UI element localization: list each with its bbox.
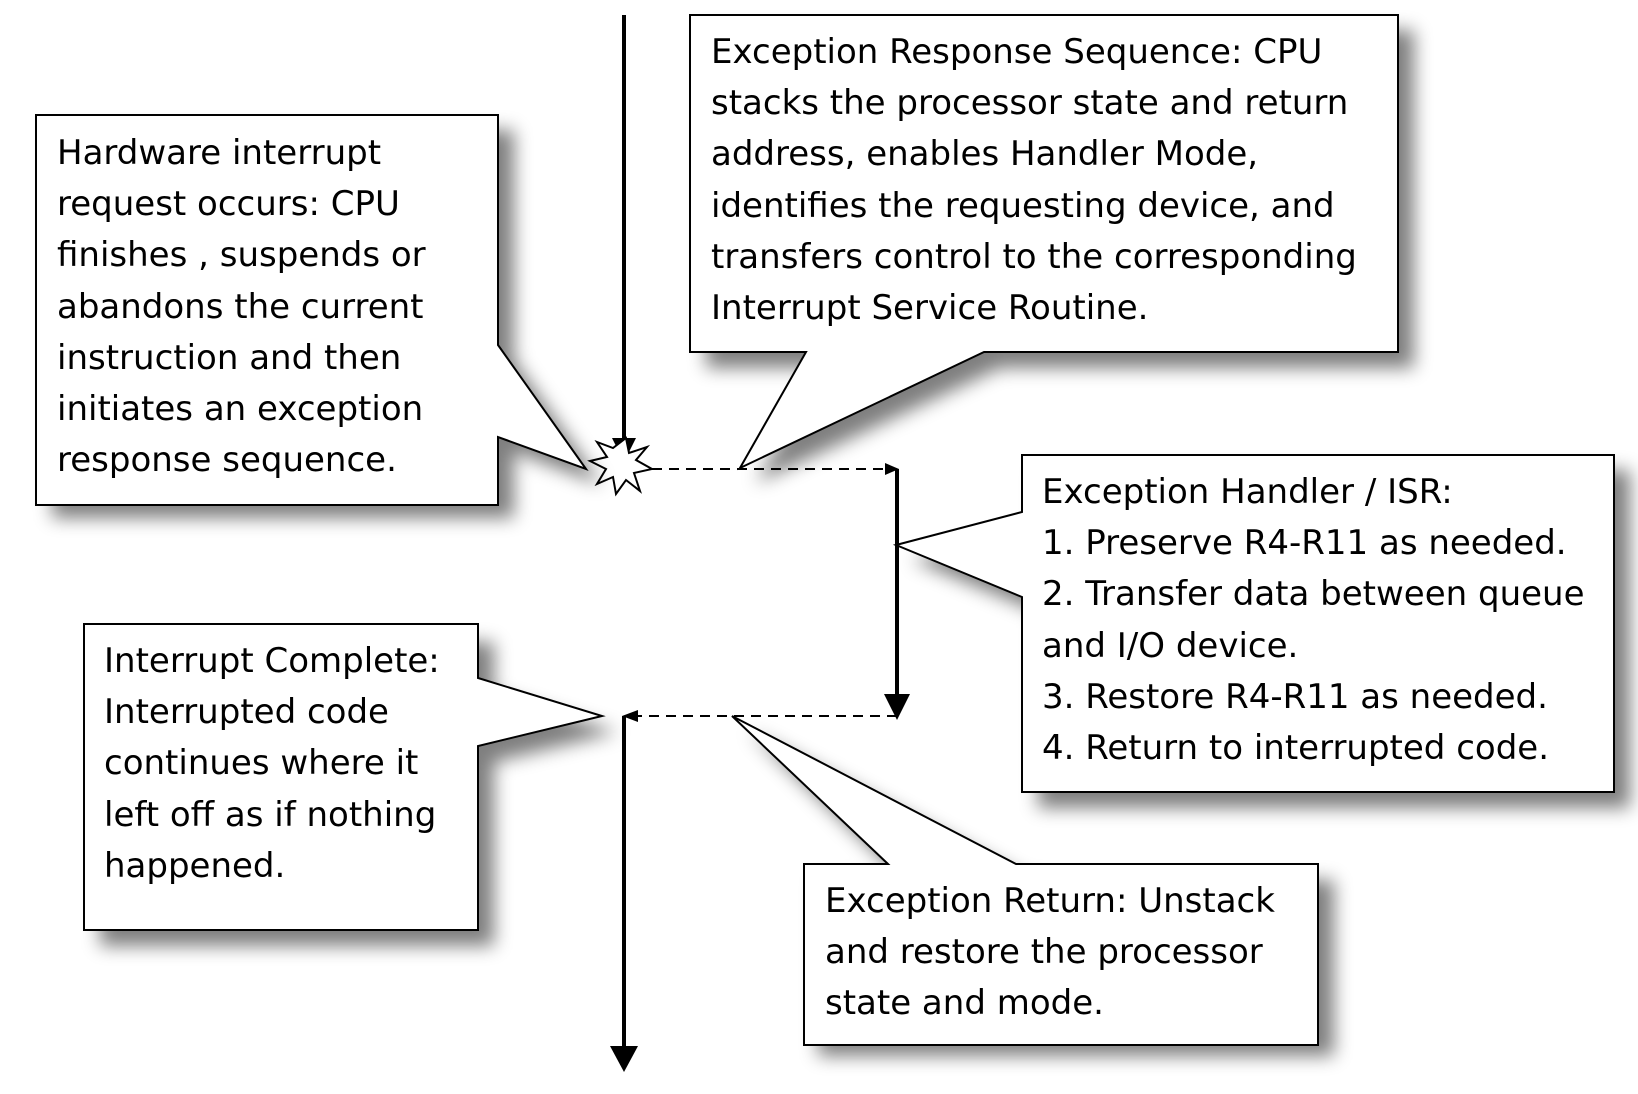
exception-return-line: Exception Return: Unstack (825, 881, 1275, 921)
dashed-return-arrowhead (622, 710, 638, 722)
interrupt-complete-line: continues where it (104, 743, 419, 784)
interrupt-complete-line: Interrupt Complete: (104, 641, 440, 681)
exception-handler-callout (892, 454, 1615, 793)
exception-response-callout (689, 14, 1399, 471)
hardware-interrupt-text: Hardware interrupt request occurs: CPU f… (57, 128, 426, 486)
interrupt-complete-line: happened. (104, 845, 286, 886)
hardware-interrupt-line: request occurs: CPU (57, 184, 400, 225)
interrupt-complete-line: left off as if nothing (104, 794, 437, 835)
exception-handler-text: Exception Handler / ISR: 1. Preserve R4-… (1042, 467, 1585, 774)
exception-response-text: Exception Response Sequence: CPU stacks … (711, 27, 1357, 334)
exception-return-text: Exception Return: Unstack and restore th… (825, 876, 1275, 1030)
hardware-interrupt-line: finishes , suspends or (57, 235, 426, 276)
exception-handler-line: 4. Return to interrupted code. (1042, 728, 1549, 769)
exception-response-line: Interrupt Service Routine. (711, 288, 1149, 329)
exception-handler-line: 2. Transfer data between queue (1042, 574, 1585, 615)
interrupt-complete-callout (83, 623, 606, 931)
exception-return-callout (731, 715, 1319, 1046)
interrupt-complete-line: Interrupted code (104, 692, 389, 733)
hardware-interrupt-callout (35, 114, 589, 506)
exception-response-line: address, enables Handler Mode, (711, 134, 1259, 175)
interrupt-complete-text: Interrupt Complete: Interrupted code con… (104, 636, 440, 892)
exception-handler-line: Exception Handler / ISR: (1042, 472, 1453, 512)
exception-response-line: transfers control to the corresponding (711, 236, 1357, 277)
exception-handler-line: 3. Restore R4-R11 as needed. (1042, 676, 1548, 717)
hardware-interrupt-line: response sequence. (57, 440, 397, 481)
exception-handler-line: and I/O device. (1042, 625, 1299, 666)
hardware-interrupt-line: instruction and then (57, 337, 402, 378)
exception-return-line: and restore the processor (825, 932, 1263, 973)
hardware-interrupt-line: initiates an exception (57, 389, 424, 430)
hardware-interrupt-line: Hardware interrupt (57, 133, 382, 173)
program-flow-arrowhead-bottom (610, 1046, 638, 1072)
exception-return-line: state and mode. (825, 983, 1104, 1024)
exception-response-line: stacks the processor state and return (711, 83, 1349, 124)
exception-handler-line: 1. Preserve R4-R11 as needed. (1042, 523, 1567, 564)
dashed-transfer-arrowhead (885, 463, 899, 475)
handler-flow-arrowhead (884, 694, 910, 720)
hardware-interrupt-line: abandons the current (57, 286, 424, 327)
exception-response-line: Exception Response Sequence: CPU (711, 32, 1323, 72)
exception-response-line: identifies the requesting device, and (711, 185, 1335, 226)
interrupt-burst-icon (587, 436, 655, 497)
